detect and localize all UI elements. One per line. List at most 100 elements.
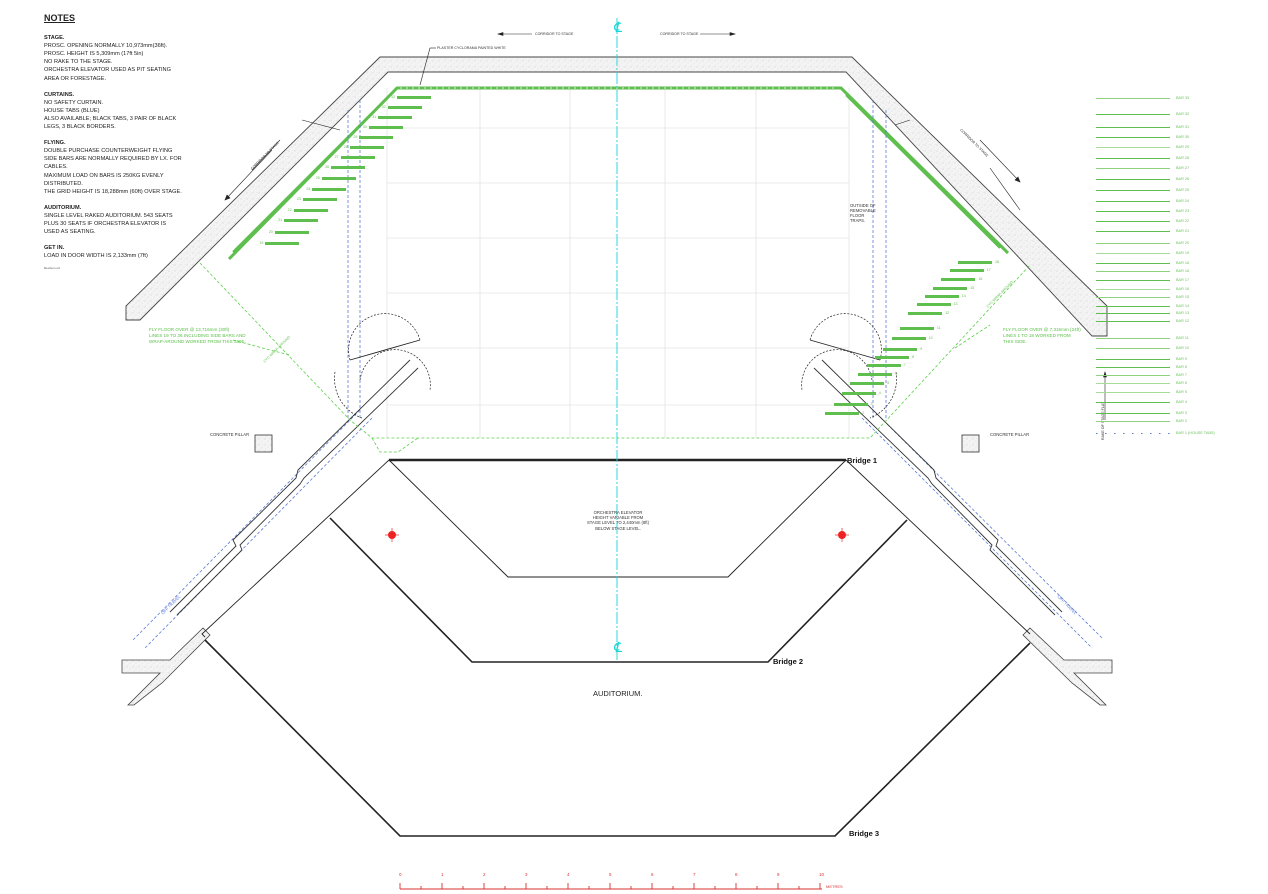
notes-line: DOUBLE PURCHASE COUNTERWEIGHT FLYING bbox=[44, 148, 173, 155]
plaster-cyc-label: PLASTER CYCLORAMA PAINTED WHITE bbox=[437, 46, 506, 50]
bar-line-icon bbox=[1096, 190, 1170, 192]
lift-markers bbox=[385, 528, 849, 542]
scale-tick-label: 10 bbox=[819, 872, 825, 877]
bar-legend-row: BAR 4 bbox=[1096, 400, 1256, 405]
bar-line-icon bbox=[1096, 367, 1170, 369]
stage-bar bbox=[378, 116, 413, 119]
label-line: ORCHESTRA ELEVATOR bbox=[593, 510, 643, 515]
bar-name: BAR 2 bbox=[1176, 419, 1187, 423]
corridor-label-left: CORRIDOR TO STAGE bbox=[535, 32, 574, 36]
bar-name: BAR 22 bbox=[1176, 219, 1190, 223]
bar-name: BAR 23 bbox=[1176, 209, 1190, 213]
stage-bar bbox=[387, 106, 422, 109]
bar-name: BAR 18 bbox=[1176, 269, 1190, 273]
bar-name: BAR 33 bbox=[1176, 96, 1190, 100]
stage-bar-number: 18 bbox=[995, 259, 999, 264]
bar-name: BAR 5 bbox=[1176, 390, 1187, 394]
bar-legend-row: BAR 7 bbox=[1096, 373, 1256, 378]
bar-line-icon bbox=[1096, 231, 1170, 233]
stage-bar bbox=[833, 403, 868, 406]
removable-floor-label: OUTSIDE OF REMOVABLE FLOOR TRAPS. bbox=[850, 203, 876, 223]
stage-bar-number: 29 bbox=[353, 134, 358, 139]
stage-bar-number: 30 bbox=[362, 124, 367, 129]
notes-line: NO SAFETY CURTAIN. bbox=[44, 99, 104, 106]
auditorium-outline bbox=[201, 458, 1031, 837]
stage-bar bbox=[274, 231, 309, 234]
stage-bar-number: 14 bbox=[961, 293, 966, 298]
bar-line-icon bbox=[1096, 402, 1170, 404]
bar-legend-row: BAR 27 bbox=[1096, 166, 1256, 171]
notes-line: ALSO AVAILABLE; BLACK TABS, 3 PAIR OF BL… bbox=[44, 115, 177, 122]
notes-line: SIDE BARS ARE NORMALLY REQUIRED BY LX. F… bbox=[44, 156, 182, 163]
bar-legend-row: BAR 16 bbox=[1096, 287, 1256, 292]
notes-line: SINGLE LEVEL RAKED AUDITORIUM. 543 SEATS bbox=[44, 212, 173, 219]
house-tab-lines bbox=[132, 100, 1103, 649]
bar-line-icon bbox=[1096, 243, 1170, 245]
bar-legend-row: BAR 2 bbox=[1096, 419, 1256, 424]
bar-line-icon bbox=[1096, 383, 1170, 385]
notes-line: USED AS SEATING. bbox=[44, 229, 96, 236]
bar-line-icon bbox=[1096, 127, 1170, 129]
notes-heading: FLYING. bbox=[44, 140, 66, 147]
label-line: FLY FLOOR OVER @ 13,716mm (30ft) bbox=[149, 327, 230, 332]
bar-name: BAR 13 bbox=[1176, 311, 1190, 315]
bar-line-icon bbox=[1096, 221, 1170, 223]
stage-bar bbox=[924, 295, 959, 298]
bar-name: BAR 17 bbox=[1176, 278, 1190, 282]
stage-bar bbox=[359, 136, 394, 139]
bar-name: BAR 14 bbox=[1176, 304, 1190, 308]
bar-line-icon bbox=[1096, 313, 1170, 315]
bar-legend-row: BAR 22 bbox=[1096, 219, 1256, 224]
stage-bar-number: 25 bbox=[315, 175, 320, 180]
bar-line-icon bbox=[1096, 359, 1170, 361]
label-line: REMOVABLE bbox=[850, 208, 876, 213]
notes-section-flying: FLYING. DOUBLE PURCHASE COUNTERWEIGHT FL… bbox=[44, 139, 204, 196]
orchestra-elevator-label: ORCHESTRA ELEVATOR HEIGHT VARIABLE FROM … bbox=[580, 510, 656, 531]
concrete-pillar-left bbox=[254, 434, 273, 453]
label-line: LINES 1 TO 18 WORKED FROM bbox=[1003, 333, 1071, 338]
bar-name: BAR 10 bbox=[1176, 346, 1190, 350]
bar-legend-row: BAR 9 bbox=[1096, 357, 1256, 362]
stage-wall bbox=[125, 56, 1108, 337]
stage-bar bbox=[303, 198, 337, 201]
notes-heading: AUDITORIUM. bbox=[44, 204, 82, 211]
cyclorama-bars bbox=[227, 86, 1010, 261]
notes-line: NO RAKE TO THE STAGE. bbox=[44, 59, 113, 66]
stage-bar-number: 20 bbox=[268, 229, 273, 234]
stage-bar bbox=[899, 327, 934, 330]
stage-bar bbox=[340, 156, 375, 159]
bar-name: BAR 31 bbox=[1176, 125, 1190, 129]
stage-bar bbox=[265, 242, 300, 245]
label-line: HEIGHT VARIABLE FROM bbox=[592, 515, 644, 521]
notes-line: PROSC. HEIGHT IS 5,309mm (17ft 5in) bbox=[44, 51, 144, 58]
stage-bar bbox=[891, 337, 926, 340]
notes-line: MAXIMUM LOAD ON BARS IS 250KG EVENLY bbox=[44, 172, 164, 179]
scale-tick-label: 1 bbox=[441, 872, 444, 877]
bar-name: BAR 6 bbox=[1176, 381, 1187, 385]
bar-line-icon bbox=[1096, 263, 1170, 265]
bar-legend-row: BAR 1 (HOUSE TABS) bbox=[1096, 431, 1256, 436]
bar-legend-row: BAR 3 bbox=[1096, 411, 1256, 416]
lower-walls bbox=[121, 627, 1113, 706]
notes-section-stage: STAGE. PROSC. OPENING NORMALLY 10,973mm(… bbox=[44, 34, 204, 83]
notes-line: LEGS, 3 BLACK BORDERS. bbox=[44, 124, 116, 131]
bar-name: BAR 9 bbox=[1176, 357, 1187, 361]
bar-line-icon bbox=[1096, 201, 1170, 203]
bar-legend-row: BAR 29 bbox=[1096, 145, 1256, 150]
bar-legend-row: BAR 30 bbox=[1096, 135, 1256, 140]
bar-legend-row: BAR 26 bbox=[1096, 177, 1256, 182]
stage-bar-number: 12 bbox=[945, 310, 950, 315]
stage-bar bbox=[949, 269, 984, 272]
concrete-pillar-right bbox=[961, 434, 980, 453]
bar-legend-row: BAR 18 bbox=[1096, 269, 1256, 274]
corridor-label-right: CORRIDOR TO STAGE bbox=[660, 32, 699, 36]
stage-bar-number: 19 bbox=[259, 240, 264, 245]
bar-line-icon bbox=[1096, 421, 1170, 423]
bridge-1-label: Bridge 1 bbox=[847, 456, 878, 465]
bar-legend-row: BAR 25 bbox=[1096, 188, 1256, 193]
stage-bar bbox=[850, 382, 885, 385]
stage-bar-number: 4 bbox=[878, 390, 881, 395]
bar-name: BAR 1 (HOUSE TABS) bbox=[1176, 431, 1215, 435]
